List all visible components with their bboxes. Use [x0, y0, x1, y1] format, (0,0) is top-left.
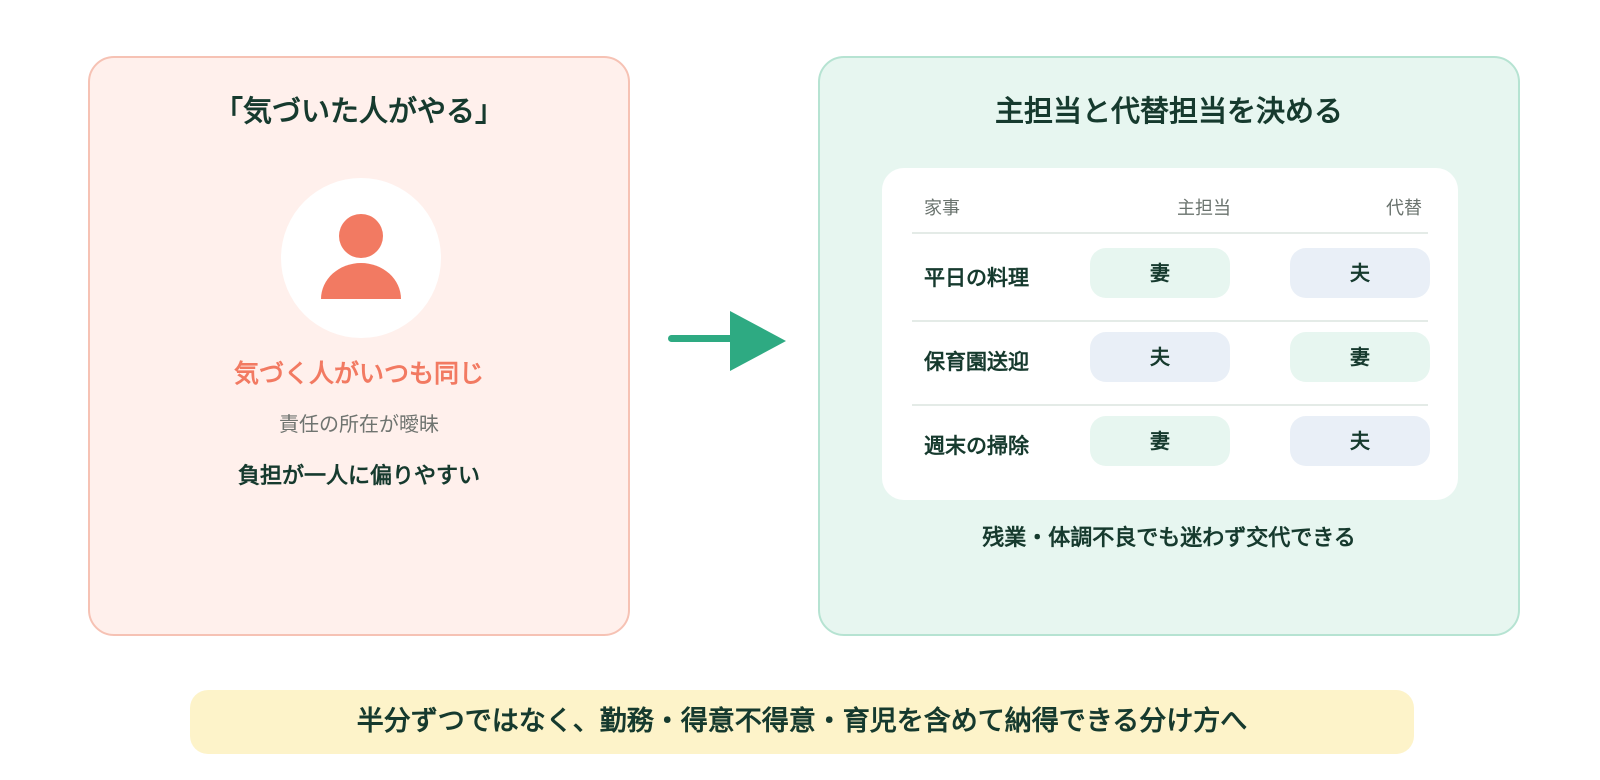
- header-chore: 家事: [924, 198, 960, 219]
- before-panel: 「気づいた人がやる」 気づく人がいつも同じ 責任の所在が曖昧 負担が一人に偏りや…: [88, 56, 630, 636]
- assignment-table: 家事 主担当 代替 平日の料理 妻 夫 保育園送迎 夫 妻 週末の掃除 妻 夫: [882, 168, 1458, 500]
- main-assignee-badge: 妻: [1090, 416, 1230, 466]
- after-caption: 残業・体調不良でも迷わず交代できる: [982, 526, 1356, 551]
- arrow-right-icon: [668, 311, 786, 371]
- before-subtext: 責任の所在が曖昧: [279, 412, 439, 436]
- after-title: 主担当と代替担当を決める: [994, 94, 1343, 128]
- alt-assignee-badge: 夫: [1290, 416, 1430, 466]
- main-assignee-badge: 妻: [1090, 248, 1230, 298]
- after-panel: 主担当と代替担当を決める 家事 主担当 代替 平日の料理 妻 夫 保育園送迎 夫…: [818, 56, 1520, 636]
- header-alt: 代替: [1386, 198, 1422, 219]
- alt-assignee-badge: 夫: [1290, 248, 1430, 298]
- before-headline: 気づく人がいつも同じ: [233, 359, 484, 388]
- header-main: 主担当: [1177, 198, 1231, 219]
- alt-assignee-badge: 妻: [1290, 332, 1430, 382]
- main-assignee-badge: 夫: [1090, 332, 1230, 382]
- before-title: 「気づいた人がやる」: [213, 94, 504, 128]
- table-row: 週末の掃除 妻 夫: [912, 404, 1430, 490]
- avatar: [281, 178, 441, 338]
- chore-label: 平日の料理: [924, 266, 1029, 290]
- table-row: 平日の料理 妻 夫: [912, 236, 1430, 322]
- chore-label: 週末の掃除: [924, 434, 1029, 458]
- before-emphasis: 負担が一人に偏りやすい: [237, 464, 480, 489]
- person-icon: [321, 214, 401, 299]
- table-header: 家事 主担当 代替: [912, 194, 1428, 234]
- summary-banner: 半分ずつではなく、勤務・得意不得意・育児を含めて納得できる分け方へ: [190, 690, 1414, 754]
- chore-label: 保育園送迎: [924, 350, 1029, 374]
- table-row: 保育園送迎 夫 妻: [912, 320, 1430, 406]
